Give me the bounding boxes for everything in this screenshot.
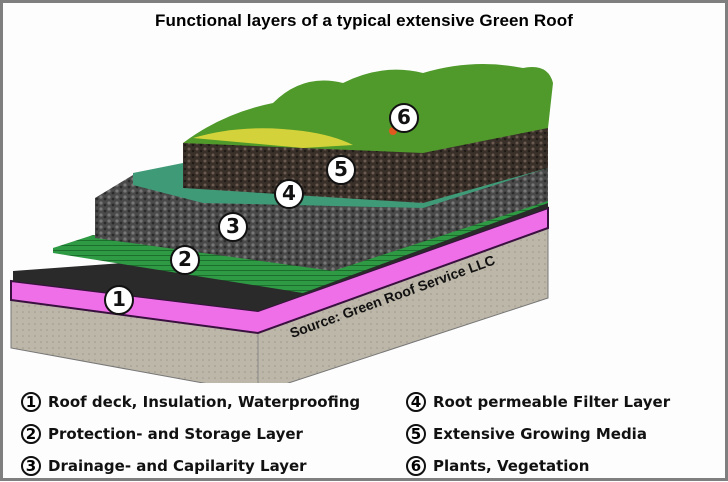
legend-item: 5 Extensive Growing Media (406, 418, 670, 450)
layer-badge-3: 3 (218, 212, 248, 242)
green-roof-illustration (10, 64, 553, 383)
legend-left: 1 Roof deck, Insulation, Waterproofing 2… (21, 386, 360, 482)
legend-label: Extensive Growing Media (433, 425, 647, 443)
legend-item: 6 Plants, Vegetation (406, 450, 670, 482)
layer-badge-4: 4 (274, 179, 304, 209)
legend-label: Protection- and Storage Layer (48, 425, 303, 443)
legend-item: 3 Drainage- and Capilarity Layer (21, 450, 360, 482)
legend-item: 2 Protection- and Storage Layer (21, 418, 360, 450)
legend-label: Roof deck, Insulation, Waterproofing (48, 393, 361, 411)
legend-number: 2 (21, 424, 41, 444)
legend-label: Drainage- and Capilarity Layer (48, 457, 307, 475)
layer-badge-1: 1 (104, 285, 134, 315)
legend-number: 5 (406, 424, 426, 444)
diagram-title: Functional layers of a typical extensive… (155, 11, 573, 30)
layer-badge-2: 2 (170, 245, 200, 275)
legend-item: 1 Roof deck, Insulation, Waterproofing (21, 386, 360, 418)
layer-badge-6: 6 (389, 103, 419, 133)
legend-number: 3 (21, 456, 41, 476)
legend-right: 4 Root permeable Filter Layer 5 Extensiv… (406, 386, 670, 482)
legend-number: 4 (406, 392, 426, 412)
layer-badge-5: 5 (326, 155, 356, 185)
legend-number: 6 (406, 456, 426, 476)
legend-label: Root permeable Filter Layer (433, 393, 671, 411)
legend-number: 1 (21, 392, 41, 412)
legend-item: 4 Root permeable Filter Layer (406, 386, 670, 418)
legend-label: Plants, Vegetation (433, 457, 590, 475)
